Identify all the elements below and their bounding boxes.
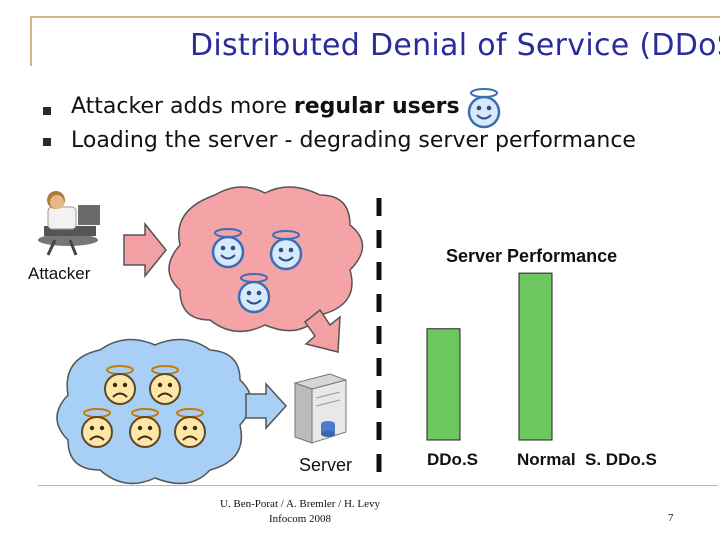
footer-venue: Infocom 2008 — [268, 513, 331, 525]
arrow-down-icon — [303, 308, 341, 353]
footer-divider — [38, 485, 718, 486]
normal-users-cloud — [56, 338, 252, 485]
page-number: 7 — [668, 512, 674, 524]
footer-credits: U. Ben-Porat / A. Bremler / H. Levy Info… — [0, 497, 720, 527]
performance-bars — [426, 272, 553, 441]
attacker-label: Attacker — [28, 264, 91, 283]
bullet-2: Loading the server - degrading server pe… — [71, 128, 636, 153]
slide-title: Distributed Denial of Service (DDoS — [190, 28, 720, 63]
bullet-1-text: Attacker adds more — [71, 94, 294, 119]
title-border-left — [30, 16, 32, 66]
bullet-marker — [43, 107, 51, 115]
server-icon — [293, 373, 348, 444]
title-border-top — [30, 16, 720, 18]
server-label: Server — [299, 455, 353, 475]
bullet-marker — [43, 138, 51, 146]
bullet-1: Attacker adds more regular users — [71, 94, 460, 119]
bar-1 — [518, 272, 553, 441]
footer-authors: U. Ben-Porat / A. Bremler / H. Levy — [219, 498, 381, 510]
category-label-ddos: DDo.S — [427, 450, 478, 469]
arrow-right-icon — [123, 221, 167, 279]
regular-user-icon — [467, 87, 501, 129]
bar-0 — [426, 328, 461, 441]
category-label-normal: Normal S. DDo.S — [517, 450, 657, 469]
bullet-1-bold: regular users — [293, 94, 460, 119]
arrow-right-icon — [245, 382, 288, 430]
attacker-figure-icon — [38, 191, 100, 256]
chart-title: Server Performance — [446, 246, 618, 266]
attacker-cloud — [168, 186, 364, 333]
